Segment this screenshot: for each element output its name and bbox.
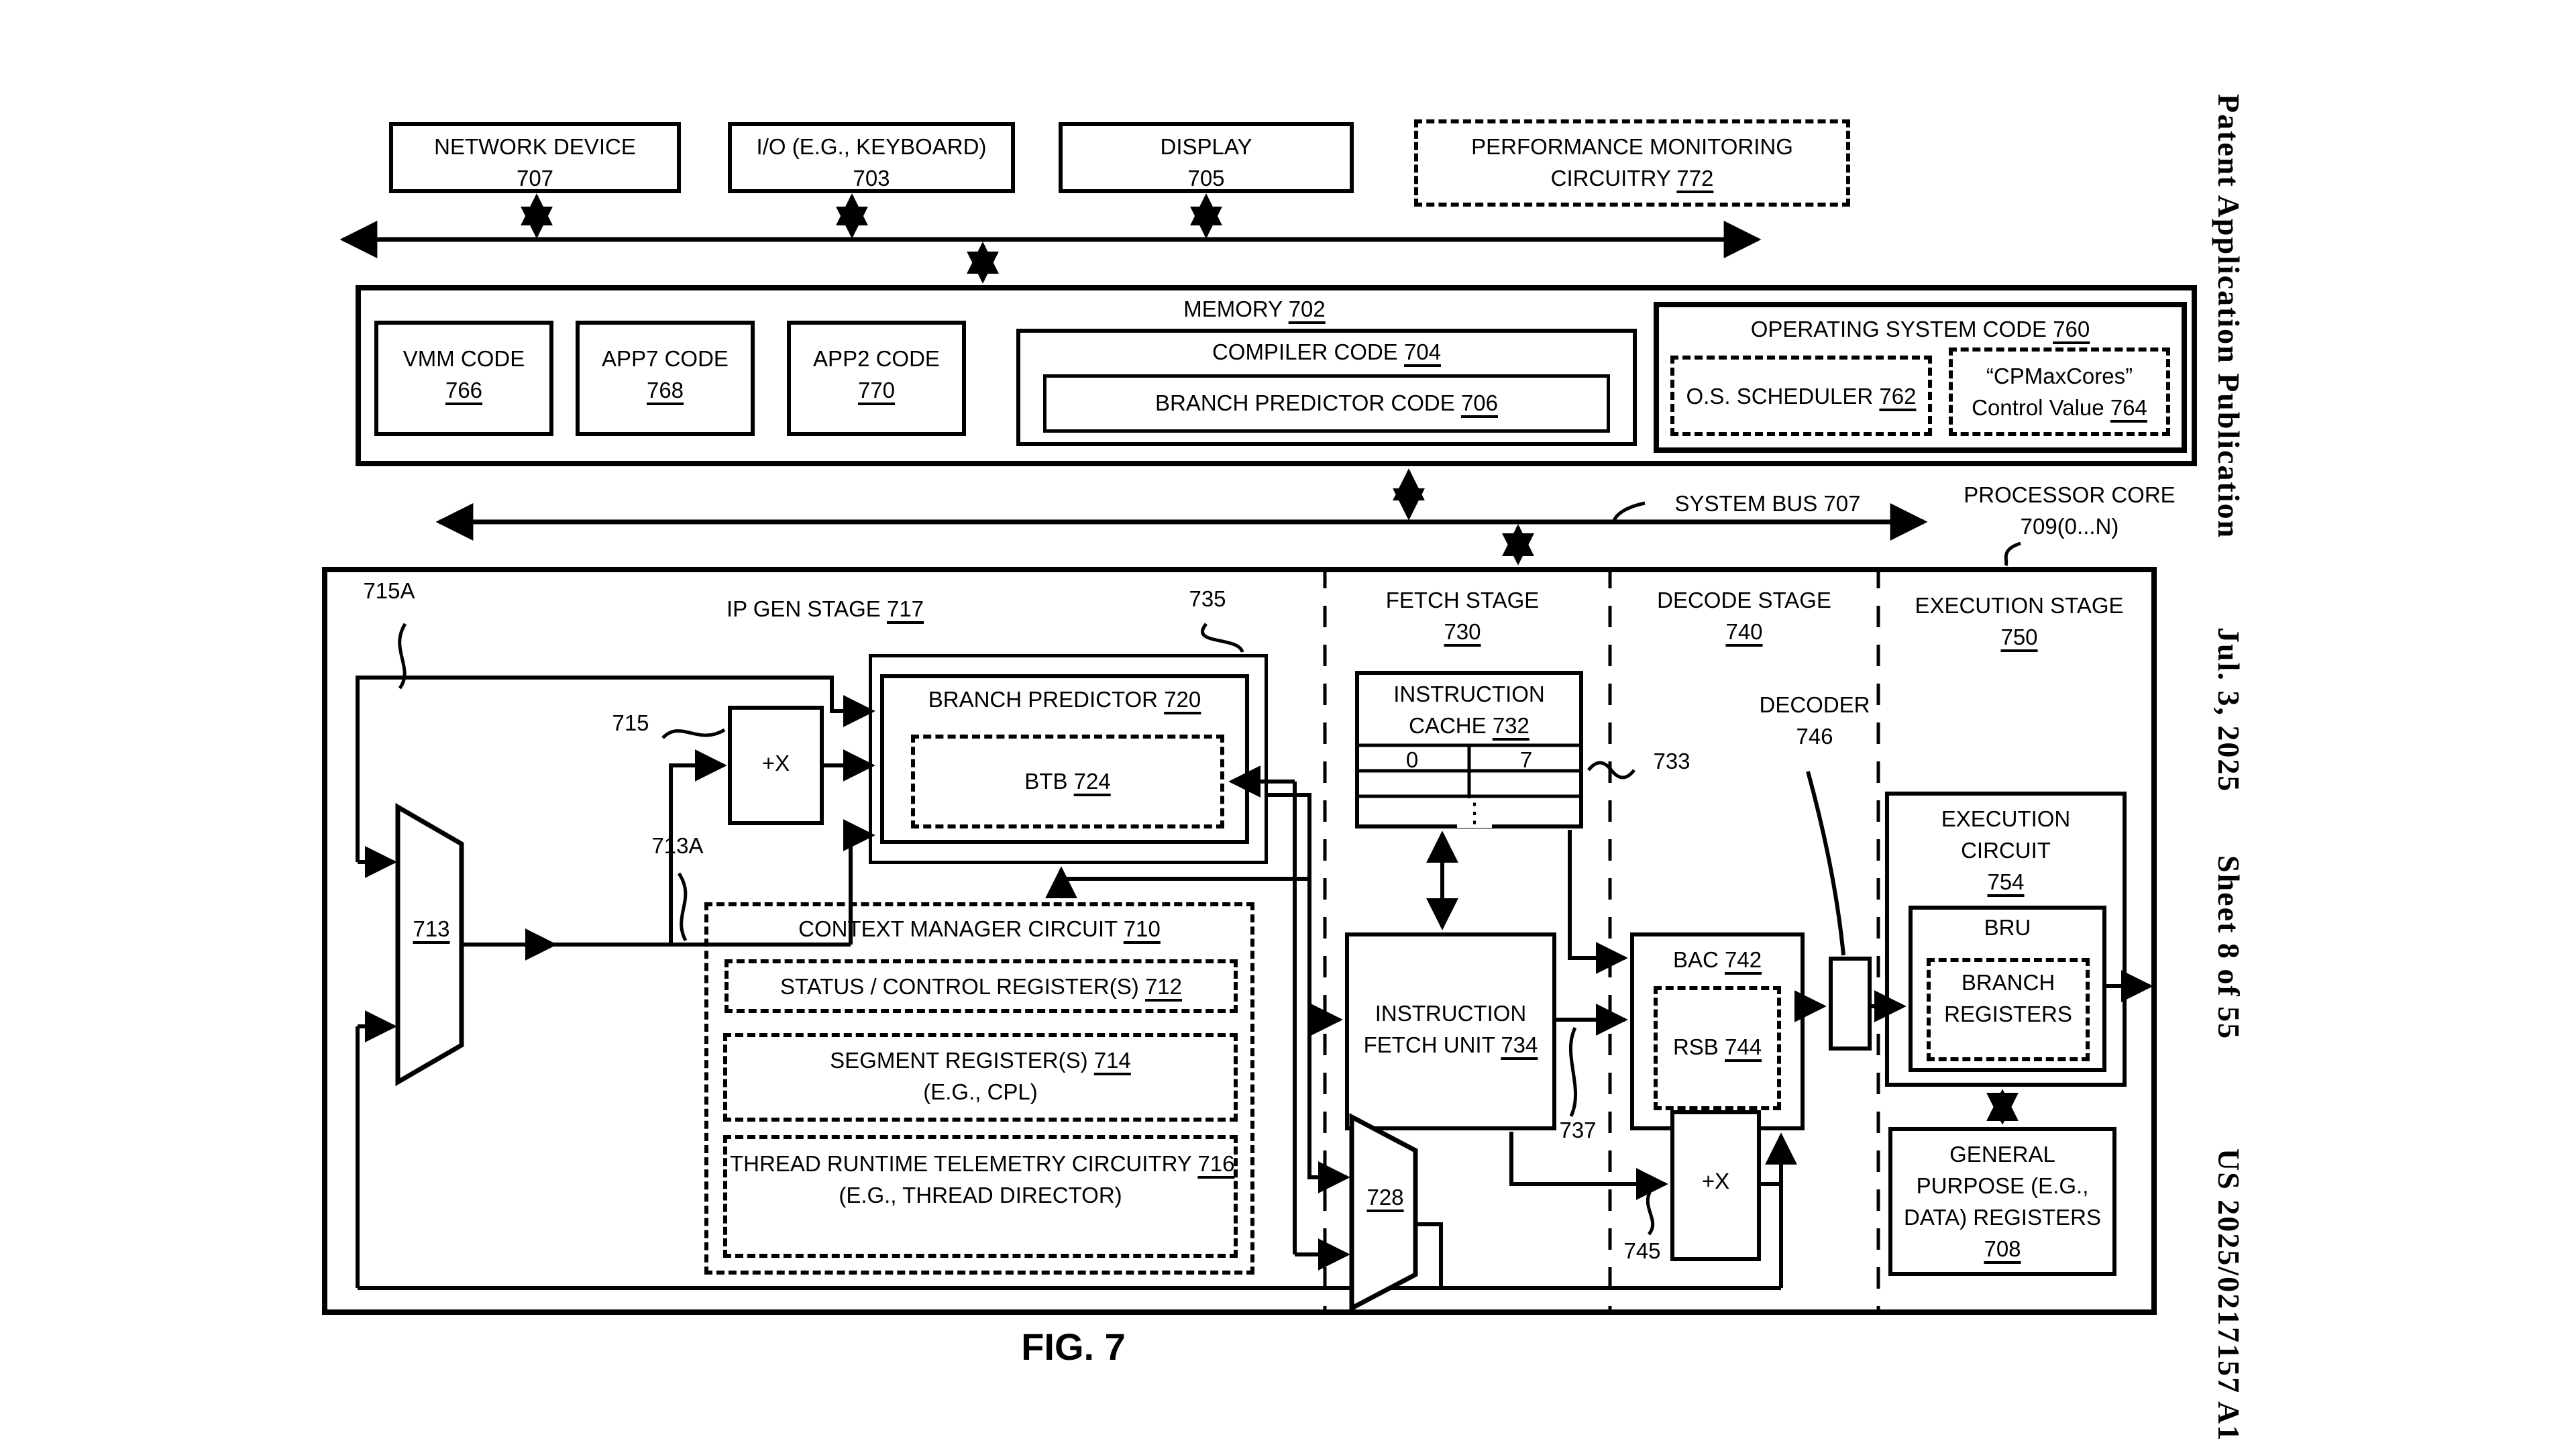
vmm-code-label: VMM CODE 766	[402, 346, 525, 402]
status-control-label: STATUS / CONTROL REGISTER(S) 712	[780, 974, 1182, 999]
decoder-latch-box	[1829, 957, 1872, 1051]
ref-713A: 713A	[651, 833, 704, 858]
perf-monitoring-box	[1414, 119, 1850, 207]
vmm-code-box	[374, 321, 553, 436]
adder-bottom-label: +X	[1701, 1169, 1730, 1193]
mux-728-shape	[1349, 1113, 1418, 1312]
ref-735: 735	[1189, 586, 1226, 611]
execution-circuit-label: EXECUTION CIRCUIT 754	[1941, 806, 2071, 894]
bru-label: BRU	[1984, 915, 2031, 940]
system-bus-label: SYSTEM BUS 707	[1674, 491, 1861, 516]
os-scheduler-label: O.S. SCHEDULER 762	[1686, 384, 1917, 409]
rsb-label: RSB 744	[1672, 1034, 1762, 1059]
ref-715: 715	[612, 710, 649, 735]
branch-registers-box	[1927, 958, 2090, 1061]
telemetry-box	[723, 1135, 1238, 1258]
telemetry-label: THREAD RUNTIME TELEMETRY CIRCUITRY 716 (…	[730, 1151, 1235, 1208]
segment-registers-box	[723, 1033, 1238, 1122]
instruction-fetch-unit-label: INSTRUCTION FETCH UNIT 734	[1363, 1001, 1538, 1057]
cpmaxcores-label: “CPMaxCores” Control Value 764	[1972, 364, 2147, 420]
app7-code-label: APP7 CODE 768	[602, 346, 729, 402]
adder-bottom-box	[1670, 1110, 1761, 1261]
branch-predictor-label: BRANCH PREDICTOR 720	[928, 687, 1201, 712]
ipgen-stage-label: IP GEN STAGE 717	[726, 596, 924, 621]
gp-registers-box	[1888, 1127, 2116, 1276]
network-device-label: NETWORK DEVICE 707	[434, 134, 636, 191]
instruction-fetch-unit-box	[1345, 932, 1556, 1130]
ref-745: 745	[1623, 1238, 1661, 1263]
decoder-label: DECODER 746	[1759, 692, 1870, 749]
ref-733: 733	[1653, 749, 1690, 773]
display-box	[1059, 122, 1354, 193]
perf-monitoring-label: PERFORMANCE MONITORING CIRCUITRY 772	[1471, 134, 1793, 191]
status-control-box	[724, 959, 1238, 1013]
btb-label: BTB 724	[1024, 769, 1111, 794]
icache-col7: 7	[1519, 747, 1533, 772]
ref-715A: 715A	[363, 578, 415, 603]
display-label: DISPLAY 705	[1160, 134, 1252, 191]
mux-713-shape	[395, 802, 464, 1087]
margin-date: Jul. 3, 2025	[2212, 627, 2246, 793]
app7-code-box	[576, 321, 755, 436]
cpmaxcores-box	[1949, 347, 2170, 436]
rsb-box	[1654, 986, 1781, 1110]
segment-registers-label: SEGMENT REGISTER(S) 714 (E.G., CPL)	[830, 1048, 1131, 1104]
margin-pub-number: US 2025/0217157 A1	[2212, 1148, 2246, 1442]
io-box	[728, 122, 1015, 193]
os-code-label: OPERATING SYSTEM CODE 760	[1750, 317, 2090, 341]
processor-core-label: PROCESSOR CORE 709(0...N)	[1964, 482, 2176, 539]
app2-code-label: APP2 CODE 770	[813, 346, 940, 402]
app2-code-box	[787, 321, 966, 436]
network-device-box	[389, 122, 681, 193]
btb-box	[911, 735, 1224, 828]
fetch-stage-label: FETCH STAGE 730	[1385, 588, 1540, 644]
branch-predictor-code-label: BRANCH PREDICTOR CODE 706	[1155, 390, 1498, 415]
context-manager-label: CONTEXT MANAGER CIRCUIT 710	[798, 916, 1161, 941]
branch-registers-label: BRANCH REGISTERS	[1944, 970, 2072, 1026]
ref-737: 737	[1559, 1118, 1597, 1142]
instruction-cache-label: INSTRUCTION CACHE 732	[1393, 682, 1545, 738]
memory-title: MEMORY 702	[1183, 297, 1326, 321]
margin-publication: Patent Application Publication	[2212, 94, 2246, 539]
adder-top-label: +X	[761, 751, 790, 775]
icache-col0: 0	[1405, 747, 1419, 772]
execution-stage-label: EXECUTION STAGE 750	[1915, 593, 2124, 649]
icache-ellipsis: ⋮	[1457, 798, 1492, 828]
io-label: I/O (E.G., KEYBOARD) 703	[756, 134, 987, 191]
margin-sheet: Sheet 8 of 55	[2212, 855, 2246, 1040]
branch-predictor-code-box	[1043, 374, 1610, 433]
bac-label: BAC 742	[1672, 947, 1762, 972]
os-scheduler-box	[1670, 356, 1932, 436]
compiler-code-label: COMPILER CODE 704	[1212, 339, 1442, 364]
ref-728: 728	[1366, 1185, 1404, 1210]
decode-stage-label: DECODE STAGE 740	[1657, 588, 1831, 644]
figure-caption: FIG. 7	[1021, 1326, 1126, 1368]
gp-registers-label: GENERAL PURPOSE (E.G., DATA) REGISTERS 7…	[1904, 1142, 2101, 1261]
adder-top-box	[728, 706, 824, 825]
ref-713: 713	[413, 916, 450, 941]
